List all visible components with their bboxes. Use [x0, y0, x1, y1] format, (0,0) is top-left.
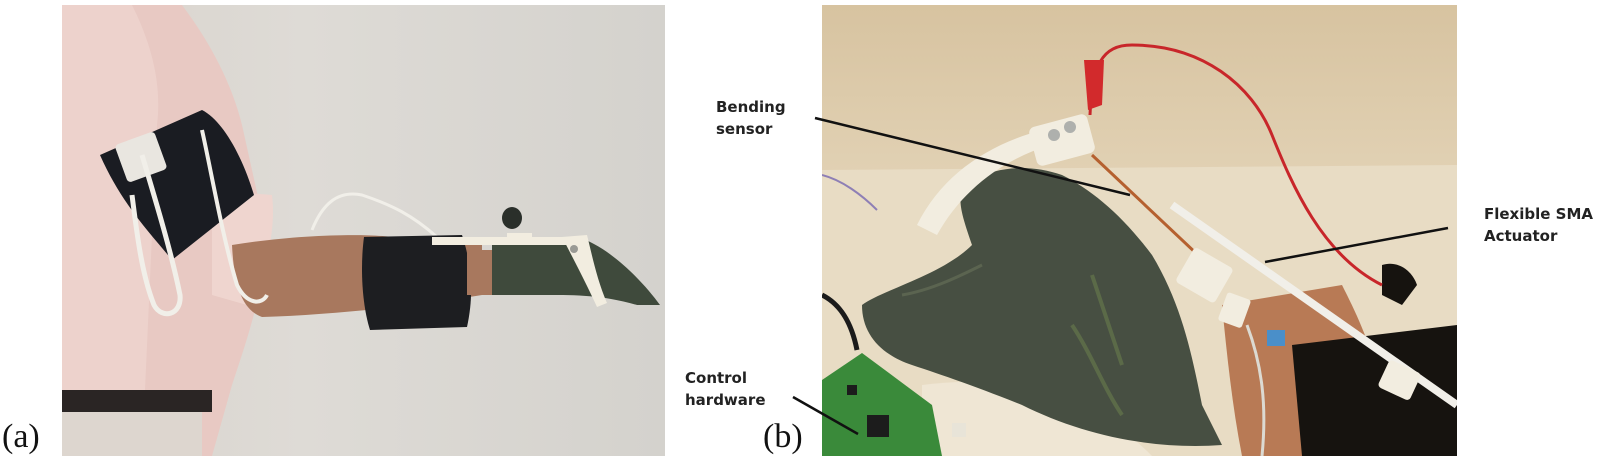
- photo-b-illustration: [822, 43, 1457, 456]
- photo-a-illustration: [62, 5, 660, 456]
- flexible-sma-actuator-label: Flexible SMA Actuator: [1484, 205, 1593, 245]
- photo-panel-b: [822, 5, 1457, 456]
- control-hardware-label: Control hardware: [685, 369, 766, 409]
- panel-b-caption: (b): [763, 418, 803, 455]
- panel-a-caption: (a): [2, 418, 40, 455]
- bending-sensor-label: Bending sensor: [716, 98, 786, 138]
- photo-panel-a: [62, 5, 665, 456]
